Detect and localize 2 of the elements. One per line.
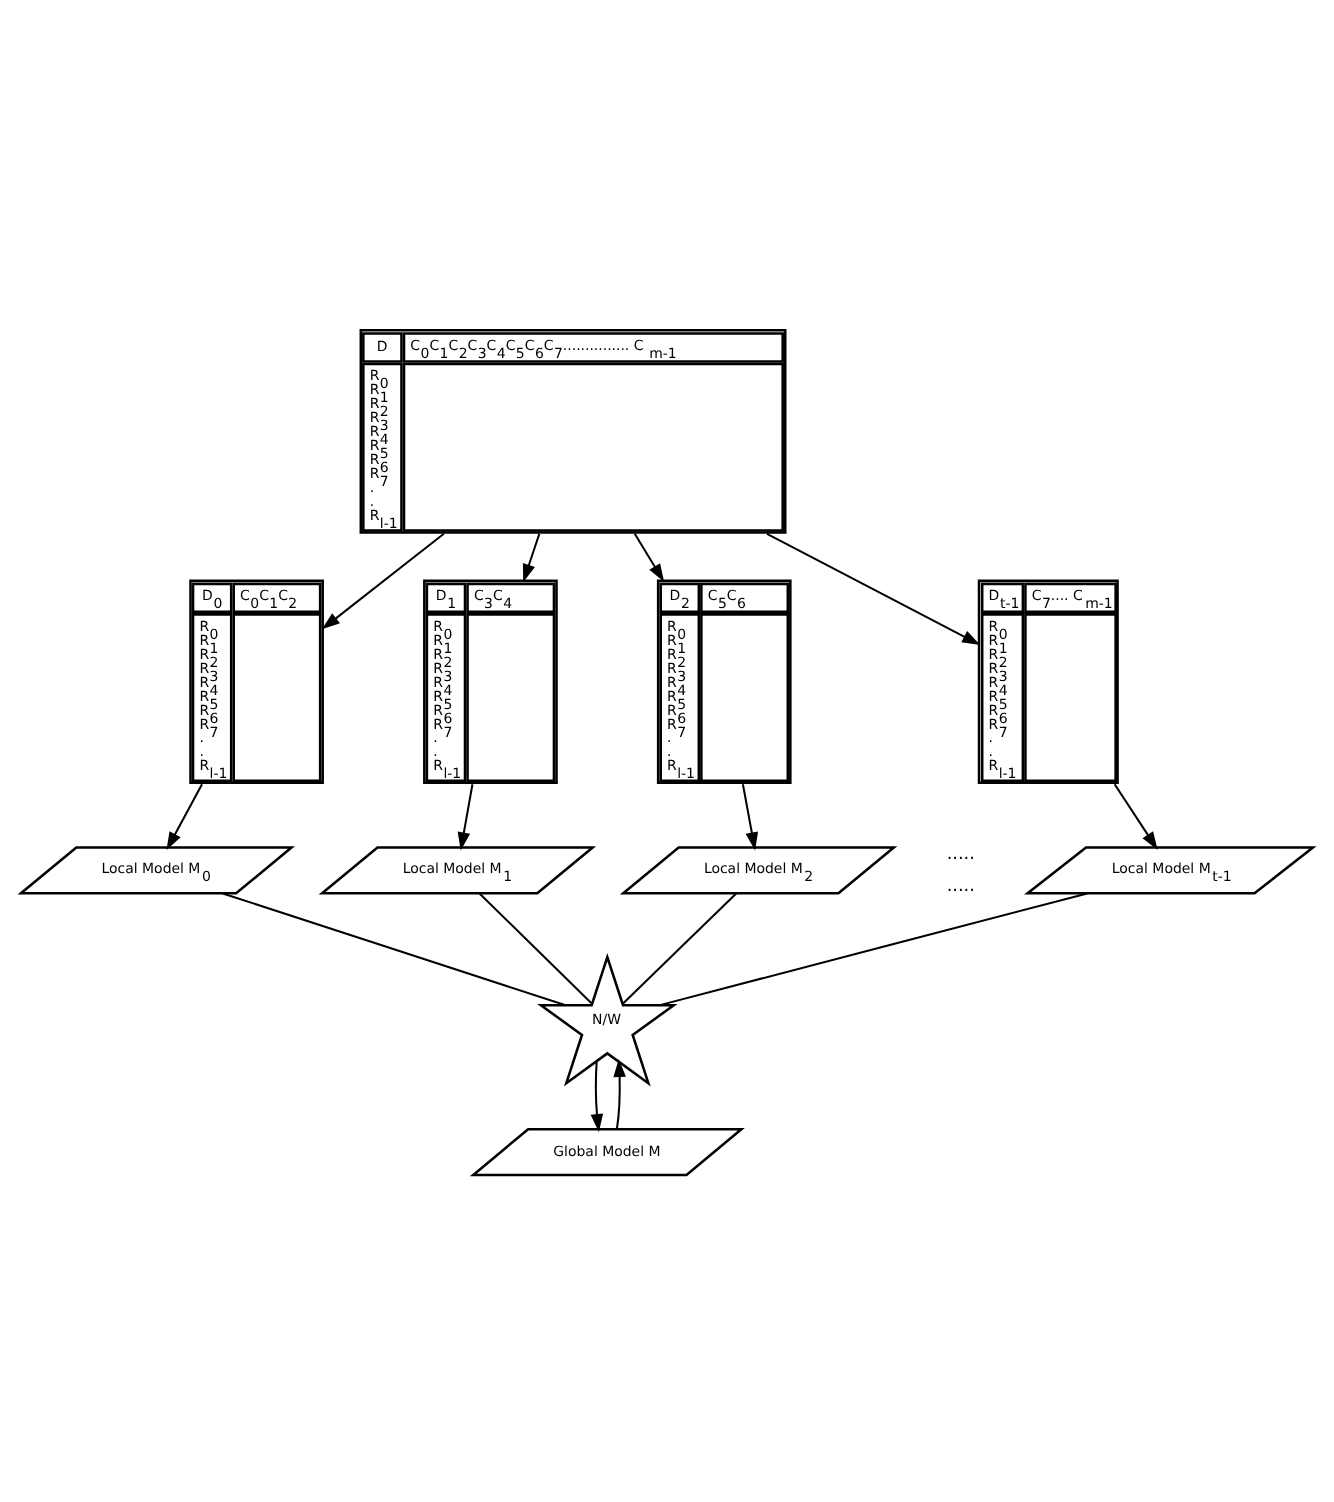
label: ..... (946, 844, 975, 865)
label: ..... (946, 876, 975, 897)
